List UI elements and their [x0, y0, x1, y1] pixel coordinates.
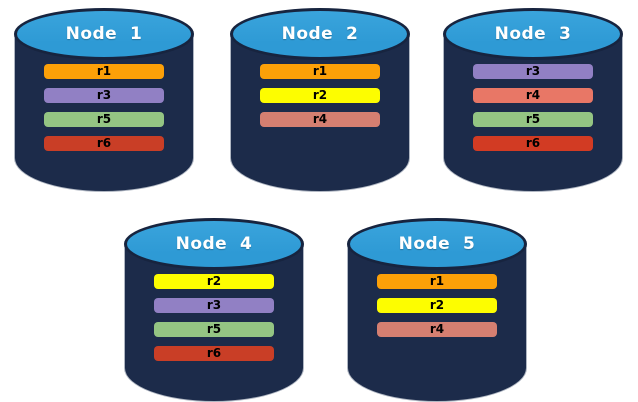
replica-list: r2 r3 r5 r6 [154, 274, 274, 361]
cylinder-top: Node 3 [443, 8, 623, 60]
replica-bar-r1: r1 [260, 64, 380, 79]
replica-label: r2 [429, 298, 445, 312]
cylinder-top: Node 1 [14, 8, 194, 60]
replica-label: r2 [312, 88, 328, 102]
replica-label: r1 [312, 64, 328, 78]
replica-bar-r4: r4 [260, 112, 380, 127]
database-node-3: Node 3 r3 r4 r5 r6 [443, 8, 623, 192]
replica-bar-r3: r3 [154, 298, 274, 313]
replica-list: r1 r2 r4 [260, 64, 380, 127]
replica-bar-r4: r4 [473, 88, 593, 103]
replica-bar-r2: r2 [260, 88, 380, 103]
replica-bar-r2: r2 [377, 298, 497, 313]
replica-bar-r1: r1 [44, 64, 164, 79]
replica-label: r6 [206, 346, 222, 360]
replica-label: r4 [429, 322, 445, 336]
replica-label: r5 [206, 322, 222, 336]
replica-label: r1 [429, 274, 445, 288]
replica-label: r4 [312, 112, 328, 126]
replica-bar-r5: r5 [473, 112, 593, 127]
node-title: Node 4 [175, 234, 253, 254]
replica-bar-r1: r1 [377, 274, 497, 289]
replica-label: r6 [525, 136, 541, 150]
node-title: Node 2 [281, 24, 359, 44]
replica-bar-r3: r3 [473, 64, 593, 79]
replica-bar-r6: r6 [44, 136, 164, 151]
replica-label: r5 [96, 112, 112, 126]
node-title: Node 1 [65, 24, 143, 44]
replica-bar-r4: r4 [377, 322, 497, 337]
replica-list: r1 r2 r4 [377, 274, 497, 337]
database-node-4: Node 4 r2 r3 r5 r6 [124, 218, 304, 402]
replica-list: r3 r4 r5 r6 [473, 64, 593, 151]
replica-label: r3 [525, 64, 541, 78]
node-title: Node 5 [398, 234, 476, 254]
cylinder-top: Node 2 [230, 8, 410, 60]
replica-label: r3 [206, 298, 222, 312]
database-node-2: Node 2 r1 r2 r4 [230, 8, 410, 192]
replica-bar-r5: r5 [154, 322, 274, 337]
database-node-5: Node 5 r1 r2 r4 [347, 218, 527, 402]
replica-bar-r2: r2 [154, 274, 274, 289]
replica-bar-r5: r5 [44, 112, 164, 127]
replica-bar-r6: r6 [154, 346, 274, 361]
replica-label: r3 [96, 88, 112, 102]
replica-label: r1 [96, 64, 112, 78]
node-title: Node 3 [494, 24, 572, 44]
replica-label: r5 [525, 112, 541, 126]
replica-bar-r3: r3 [44, 88, 164, 103]
replica-bar-r6: r6 [473, 136, 593, 151]
replica-label: r6 [96, 136, 112, 150]
database-node-1: Node 1 r1 r3 r5 r6 [14, 8, 194, 192]
replica-label: r2 [206, 274, 222, 288]
replica-label: r4 [525, 88, 541, 102]
replica-list: r1 r3 r5 r6 [44, 64, 164, 151]
cylinder-top: Node 5 [347, 218, 527, 270]
cylinder-top: Node 4 [124, 218, 304, 270]
